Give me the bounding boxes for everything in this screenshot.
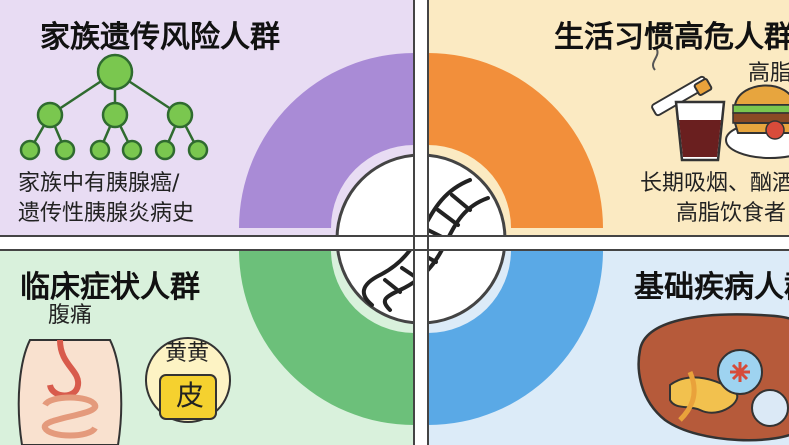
jaundice-label: 黄黄 bbox=[165, 341, 210, 366]
drink-glass-icon bbox=[674, 100, 726, 162]
ring-segment-green bbox=[239, 250, 414, 425]
title-family-risk: 家族遗传风险人群 bbox=[40, 20, 280, 55]
family-desc-line2: 遗传性胰腺炎病史 bbox=[18, 201, 195, 226]
family-desc-line1: 家族中有胰腺癌/ bbox=[18, 171, 180, 196]
ring-segment-orange bbox=[428, 53, 603, 228]
ring-segment-purple bbox=[239, 53, 414, 228]
title-clinical-symptoms: 临床症状人群 bbox=[20, 270, 200, 305]
abdomen-pain-icon bbox=[17, 339, 123, 445]
liver-pancreas-icon bbox=[637, 313, 789, 442]
skin-char: 皮 bbox=[176, 379, 205, 412]
family-tree-icon bbox=[19, 53, 209, 161]
high-fat-label: 高脂 bbox=[748, 61, 789, 86]
title-lifestyle-risk: 生活习惯高危人群 bbox=[554, 20, 789, 55]
lifestyle-desc-line1: 长期吸烟、酗酒、 bbox=[640, 171, 789, 196]
title-underlying-disease: 基础疾病人群 bbox=[634, 270, 789, 305]
burger-icon bbox=[725, 84, 789, 159]
jaundice-skin-icon bbox=[145, 337, 231, 423]
abdominal-pain-label: 腹痛 bbox=[48, 303, 93, 328]
center-ring bbox=[239, 53, 603, 425]
ring-segment-blue bbox=[428, 250, 603, 425]
lifestyle-desc-line2: 高脂饮食者 bbox=[676, 201, 787, 226]
